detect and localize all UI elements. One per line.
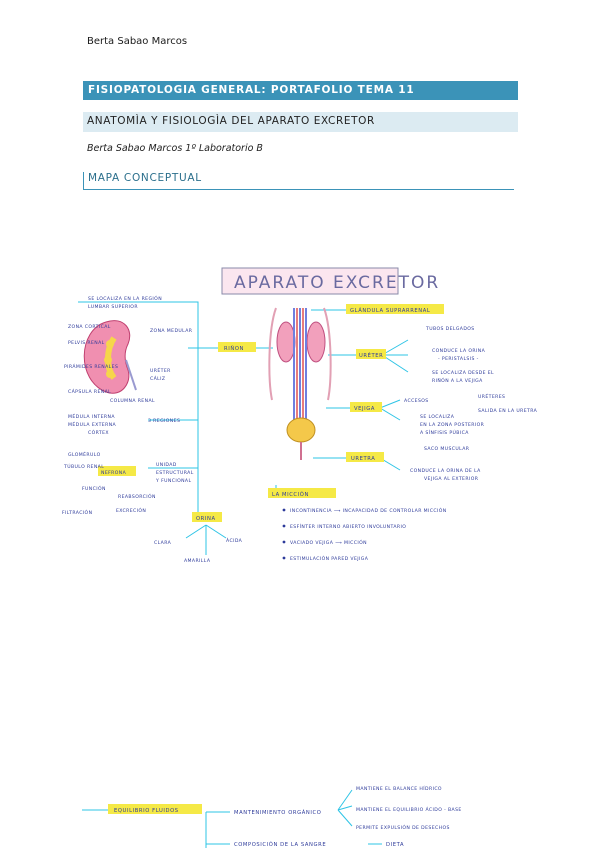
nefrona-part: GLOMÉRULO [68,450,101,458]
ureter-desc: CONDUCE LA ORINA [432,348,486,354]
label-ureter: URÉTER [359,351,383,359]
miccion-item: INCONTINENCIA ⟶ INCAPACIDAD DE CONTROLAR… [290,507,447,514]
urinary-tract-illustration [268,307,332,460]
vejiga-desc: SACO MUSCULAR [424,446,470,452]
label-dieta: DIETA [386,842,404,848]
kidney-illustration [83,320,137,394]
ureter-desc: TUBOS DELGADOS [425,326,475,332]
uretra-desc: VEJIGA AL EXTERIOR [424,476,479,482]
kidney-part: URÉTER [150,366,171,374]
vejiga-desc: SALIDA EN LA URETRA [478,408,538,414]
region-item: MÉDULA EXTERNA [68,420,117,428]
kidney-part: ZONA MEDULAR [150,328,193,334]
orina-prop: CLARA [154,540,172,546]
miccion-item: VACIADO VEJIGA ⟶ MICCIÓN [290,539,367,546]
concept-map-image: APARATO EXCRETOR RIÑON GLÁNDULA SUPRARRE… [62,267,538,564]
kidney-part: PIRÁMIDES RENALES [64,363,118,370]
orina-prop: ÁCIDA [226,537,243,544]
nefrona-func: EXCRECIÓN [116,507,146,514]
author-line: Berta Sabao Marcos 1º Laboratorio B [87,143,263,154]
label-rinon: RIÑON [224,345,244,352]
orina-prop: AMARILLA [184,558,211,564]
kidney-part: PELVIS RENAL [68,340,105,346]
nefrona-func: REABSORCIÓN [118,493,156,500]
region-item: CÓRTEX [88,429,109,436]
vejiga-desc: URÉTERES [478,392,505,400]
map-title: APARATO EXCRETOR [234,273,440,293]
label-mantenimiento: MANTENIMIENTO ORGÁNICO [234,809,321,816]
header-author: Berta Sabao Marcos [87,36,188,47]
label-nefrona: NEFRONA [101,470,127,476]
label-equilibrio: EQUILIBRIO FLUIDOS [114,808,179,814]
vejiga-desc: ACCESOS [404,398,429,404]
label-orina: ORINA [196,516,216,522]
concept-map-2-image: EQUILIBRIO FLUIDOS MANTENIMIENTO ORGÁNIC… [82,785,462,848]
region-item: MÉDULA INTERNA [68,412,115,420]
nefrona-part: TÚBULO RENAL [63,463,104,470]
nefrona-func: FUNCIÓN [82,485,106,492]
section-heading: MAPA CONCEPTUAL [83,172,514,190]
kidney-part: ZONA CORTICAL [68,324,111,330]
mant-item: PERMITE EXPULSIÓN DE DESECHOS [356,824,450,831]
vejiga-desc: SE LOCALIZA [420,414,455,420]
uretra-desc: CONDUCE LA ORINA DE LA [410,468,481,474]
rinon-location-1: SE LOCALIZA EN LA REGIÓN [88,295,162,302]
ureter-desc: RIÑÓN A LA VEJIGA [432,377,483,384]
mant-item: MANTIENE EL BALANCE HÍDRICO [356,785,442,792]
mant-item: MANTIENE EL EQUILIBRIO ÁCIDO - BASE [356,806,462,813]
label-vejiga: VEJIGA [354,406,375,412]
regiones-title: 3 REGIONES [148,418,180,424]
label-glandula: GLÁNDULA SUPRARRENAL [350,307,430,314]
vejiga-desc: EN LA ZONA POSTERIOR [420,422,485,428]
label-uretra: URETRA [351,456,375,462]
document-title: FISIOPATOLOGIA GENERAL: PORTAFOLIO TEMA … [83,81,518,100]
unidad-line: UNIDAD [156,462,177,468]
ureter-desc: - PERISTALSIS - [438,356,479,362]
vejiga-desc: A SÍNFISIS PÚBICA [420,429,469,436]
miccion-item: ESFÍNTER INTERNO ABIERTO INVOLUNTARIO [290,523,406,530]
nefrona-func: FILTRACIÓN [62,509,92,516]
rinon-location-2: LUMBAR SUPERIOR [88,304,138,310]
unidad-line: Y FUNCIONAL [155,478,191,484]
label-miccion: LA MICCIÓN [272,491,309,498]
document-subtitle: ANATOMÌA Y FISIOLOGÌA DEL APARATO EXCRET… [83,112,518,132]
miccion-item: ESTIMULACIÓN PARED VEJIGA [290,555,369,562]
kidney-part: CÁPSULA RENAL [68,388,111,395]
kidney-part: COLUMNA RENAL [110,398,155,404]
kidney-part: CÁLIZ [150,375,165,382]
label-composicion: COMPOSICIÓN DE LA SANGRE [234,841,326,848]
unidad-line: ESTRUCTURAL [156,470,194,476]
ureter-desc: SE LOCALIZA DESDE EL [432,370,494,376]
